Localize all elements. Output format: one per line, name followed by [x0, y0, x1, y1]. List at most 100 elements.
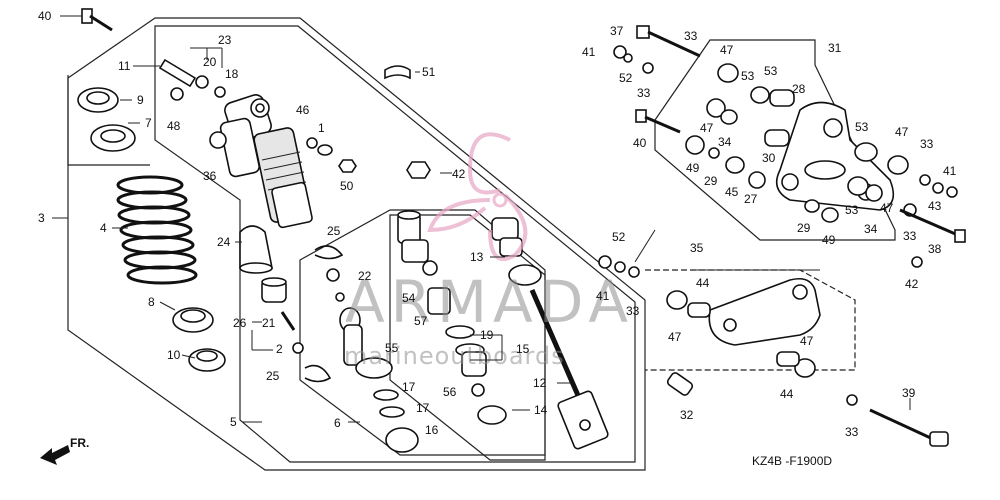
watermark-brand: ARMADA — [345, 268, 634, 336]
arm-bushings — [685, 63, 958, 223]
rebound-stopper — [261, 277, 287, 303]
link-bolt-39 — [846, 394, 949, 447]
callout-49-b: 49 — [822, 233, 836, 247]
callout-25-lower: 25 — [266, 369, 280, 383]
spring-adjuster-nut — [90, 124, 136, 152]
callout-44-b: 44 — [780, 387, 794, 401]
callout-46: 46 — [296, 103, 310, 117]
callout-40: 40 — [38, 9, 52, 23]
callout-16: 16 — [425, 423, 439, 437]
callout-53-b: 53 — [764, 64, 778, 78]
spring-seat — [172, 307, 214, 333]
dust-seal-1 — [317, 144, 333, 156]
circlip-25-lower — [304, 364, 332, 383]
callout-4: 4 — [100, 221, 107, 235]
damper-rod — [529, 289, 609, 450]
shock-body — [253, 127, 313, 229]
front-direction-marker: FR. — [40, 436, 89, 465]
callout-8: 8 — [148, 295, 155, 309]
callout-17-upper: 17 — [402, 380, 416, 394]
callout-44-a: 44 — [696, 276, 710, 290]
callout-47-b: 47 — [700, 121, 714, 135]
callout-41-top: 41 — [582, 45, 596, 59]
callout-27: 27 — [744, 192, 758, 206]
callout-55: 55 — [385, 341, 399, 355]
callout-26: 26 — [233, 316, 247, 330]
callout-5: 5 — [230, 415, 237, 429]
collar-46 — [306, 137, 318, 149]
dust-seal-36 — [209, 131, 227, 149]
callout-34-b: 34 — [864, 222, 878, 236]
outline-damper-box — [389, 214, 546, 461]
callout-10: 10 — [167, 348, 181, 362]
callout-47-e: 47 — [668, 330, 682, 344]
o-ring-2 — [292, 342, 304, 354]
callout-54: 54 — [402, 291, 416, 305]
callout-52-top: 52 — [619, 71, 633, 85]
link-collar-32 — [666, 372, 694, 396]
clip-51 — [384, 65, 411, 80]
callout-18: 18 — [225, 67, 239, 81]
callout-9: 9 — [137, 93, 144, 107]
callout-11: 11 — [118, 59, 131, 73]
callout-53-a: 53 — [741, 69, 755, 83]
svg-text:FR.: FR. — [70, 436, 89, 450]
damper-piston-stack — [326, 210, 451, 453]
callout-34-a: 34 — [718, 135, 732, 149]
callout-12: 12 — [533, 376, 547, 390]
outline-shock-assembly-inner — [154, 25, 636, 463]
callout-2: 2 — [276, 342, 283, 356]
shock-link — [708, 277, 821, 346]
callout-45: 45 — [725, 185, 739, 199]
callout-43: 43 — [928, 199, 942, 213]
callout-33-top: 33 — [637, 86, 651, 100]
callout-50: 50 — [340, 179, 354, 193]
callout-47-a: 47 — [720, 43, 734, 57]
callout-36: 36 — [203, 169, 217, 183]
callout-39-bottom: 39 — [902, 386, 916, 400]
shock-spring — [116, 175, 198, 285]
callout-labels: 40 23 20 18 11 9 48 7 36 3 4 8 10 5 24 2… — [38, 9, 957, 439]
callout-6: 6 — [334, 416, 341, 430]
link-bushings — [598, 255, 816, 378]
watermark-logo — [427, 132, 528, 262]
watermark-tagline: marineoutboards — [344, 342, 565, 370]
damper-valve-stack — [445, 217, 542, 425]
callout-13: 13 — [470, 250, 484, 264]
outline-link-arm-box — [654, 39, 896, 241]
callout-14: 14 — [534, 403, 548, 417]
callout-52-mid: 52 — [612, 230, 626, 244]
callout-33-bottom: 33 — [845, 425, 859, 439]
callout-20: 20 — [203, 55, 217, 69]
adjuster-screw — [280, 311, 296, 331]
callout-19: 19 — [480, 328, 494, 342]
callout-21: 21 — [262, 316, 276, 330]
callout-28: 28 — [792, 82, 806, 96]
nut-42-upper — [406, 161, 431, 179]
spring-lock-nut — [77, 87, 119, 113]
callout-42-upper: 42 — [452, 167, 466, 181]
callout-41-c: 41 — [943, 164, 957, 178]
bolt-40-top — [81, 8, 113, 32]
outline-spring-inset — [67, 75, 150, 166]
callout-32: 32 — [680, 408, 694, 422]
callout-40-right: 40 — [633, 136, 647, 150]
collar-48 — [170, 87, 184, 101]
callout-51: 51 — [422, 65, 436, 79]
callout-48: 48 — [167, 119, 181, 133]
callout-29-b: 29 — [797, 221, 811, 235]
circlip-25-upper — [314, 245, 344, 260]
callout-33-d: 33 — [903, 229, 917, 243]
callout-53-c: 53 — [855, 120, 869, 134]
callout-47-c: 47 — [895, 125, 909, 139]
outline-shock-assembly — [67, 17, 646, 471]
callout-39-top: 33 — [684, 29, 698, 43]
callout-37: 37 — [610, 24, 624, 38]
callout-30: 30 — [762, 151, 776, 165]
callout-41-mid: 41 — [596, 289, 610, 303]
callout-49-a: 49 — [686, 161, 700, 175]
bump-rubber — [239, 225, 273, 274]
callout-22: 22 — [358, 269, 372, 283]
callout-33-c: 33 — [920, 137, 934, 151]
